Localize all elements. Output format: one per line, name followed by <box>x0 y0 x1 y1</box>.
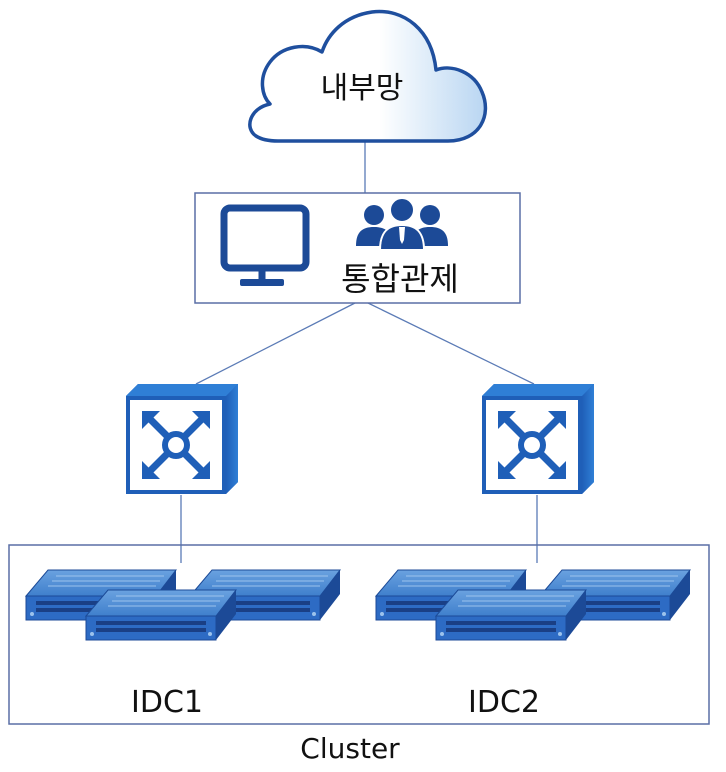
control-center-label: 통합관제 <box>341 260 459 298</box>
server-group-idc2: IDC2 <box>375 569 691 720</box>
idc1-label: IDC1 <box>131 685 203 720</box>
idc2-label: IDC2 <box>468 685 540 720</box>
cloud-node: 내부망 <box>248 9 488 143</box>
cloud-label: 내부망 <box>321 71 404 106</box>
server-group-idc1: IDC1 <box>25 569 341 720</box>
monitor-icon <box>220 204 310 286</box>
network-switch-icon <box>482 384 594 494</box>
cloud-icon <box>248 9 488 143</box>
server-rack-icon <box>25 569 341 641</box>
network-switch-icon <box>126 384 238 494</box>
cluster-box: IDC1 IDC2 <box>8 544 710 725</box>
network-switch-idc2 <box>482 384 594 494</box>
server-rack-icon <box>375 569 691 641</box>
network-switch-idc1 <box>126 384 238 494</box>
connector-lines <box>180 140 538 563</box>
cluster-label: Cluster <box>300 732 400 765</box>
users-icon <box>356 197 448 251</box>
control-center-box: 통합관제 <box>194 192 521 304</box>
